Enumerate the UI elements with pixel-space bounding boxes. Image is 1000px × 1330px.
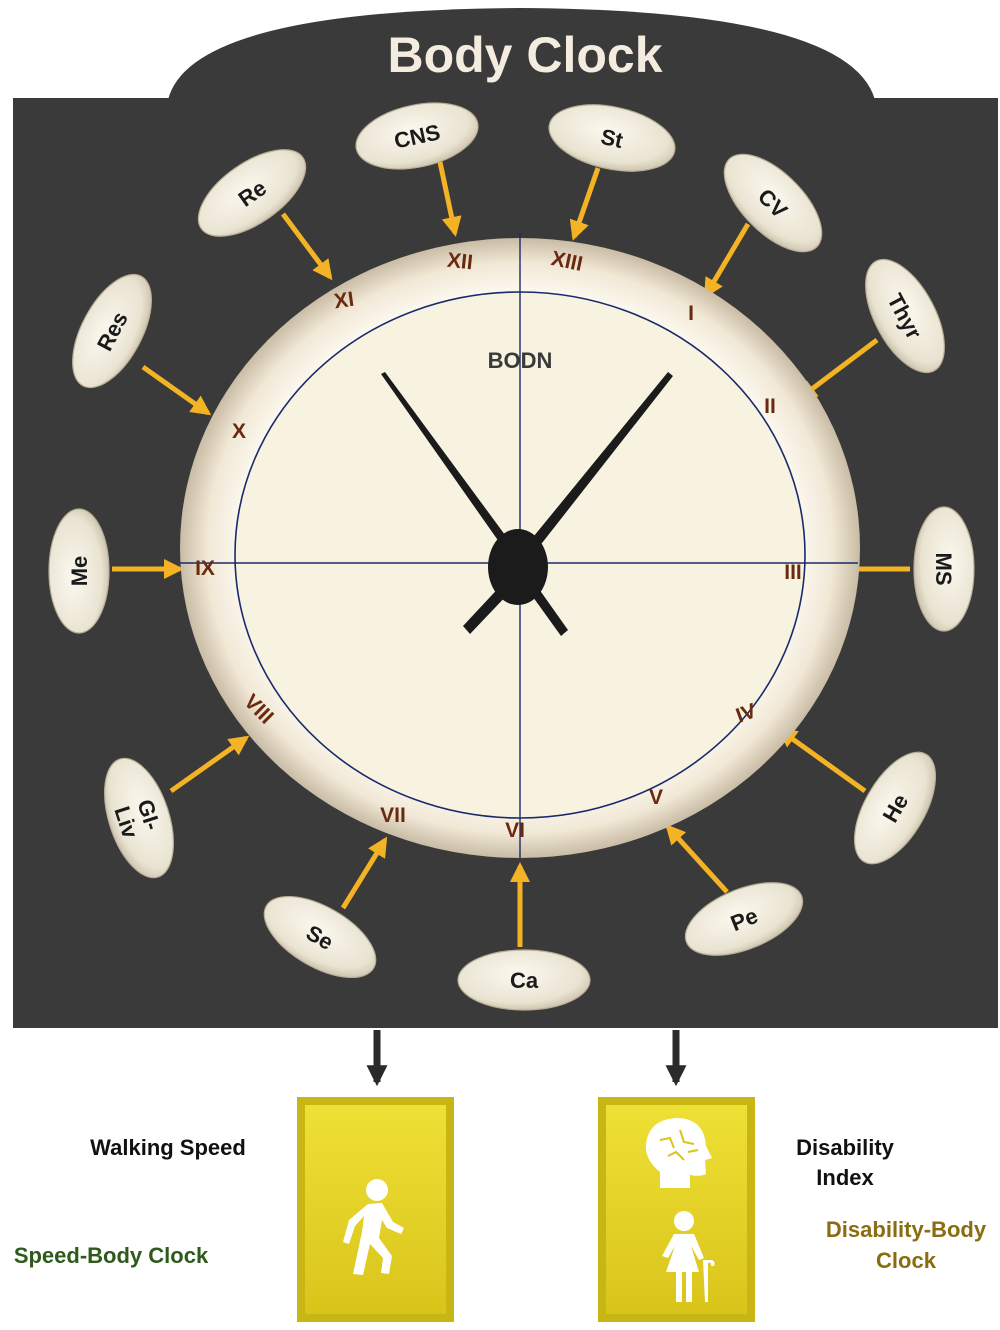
organ-ellipse: [355, 102, 479, 170]
disability-body-clock-label-line1: Disability-Body: [826, 1217, 987, 1242]
organ-label: MS: [931, 553, 956, 586]
organ-node: Se: [263, 895, 377, 979]
clock-numeral: V: [649, 786, 663, 809]
organ-ellipse: [197, 149, 307, 237]
walking-person-icon: [343, 1179, 404, 1275]
clock-numeral: XII: [446, 249, 474, 275]
clock-numeral: I: [688, 302, 694, 325]
clock-numeral: VII: [380, 804, 406, 827]
organ-arrow: [169, 735, 250, 794]
clock-numeral: X: [232, 420, 246, 443]
organ-label: Ca: [510, 968, 539, 993]
organ-arrow: [280, 212, 333, 281]
center-label: BODN: [488, 348, 553, 373]
title-dome: [168, 8, 875, 100]
organ-ellipse: [72, 273, 152, 389]
organ-arrow: [796, 338, 879, 401]
organ-ellipse: [723, 153, 823, 253]
clock-hub: [488, 529, 548, 605]
organ-node: MS: [913, 506, 975, 632]
clock-hand-right: [516, 372, 673, 566]
organ-node: Pe: [684, 882, 804, 956]
organ-node: Res: [72, 273, 152, 389]
organ-ellipse: [263, 895, 377, 979]
organ-ellipse: [853, 751, 937, 865]
walking-speed-label: Walking Speed: [90, 1135, 246, 1160]
organ-node: Re: [197, 149, 307, 237]
brain-head-icon: [645, 1118, 712, 1188]
organ-node: GI-Liv: [104, 757, 174, 879]
organ-arrow: [703, 222, 751, 299]
organ-node: Ca: [457, 949, 591, 1011]
organ-ellipse: [913, 506, 975, 632]
organ-node: He: [853, 751, 937, 865]
organ-arrow: [437, 161, 462, 237]
organ-node: Thyr: [865, 258, 945, 374]
clock-hand-left: [381, 372, 522, 566]
disability-index-label-line2: Index: [816, 1165, 874, 1190]
organ-arrow: [776, 727, 867, 794]
organ-node: Me: [48, 508, 110, 634]
disability-index-box: [598, 1097, 755, 1322]
speed-body-clock-label: Speed-Body Clock: [14, 1243, 209, 1268]
organ-ellipse: [548, 104, 676, 172]
organ-ellipse: [684, 882, 804, 956]
organ-arrow: [665, 824, 729, 894]
clock-numeral: IX: [195, 557, 215, 580]
organ-ellipse: [865, 258, 945, 374]
organ-arrow: [569, 167, 601, 241]
disability-index-label-line1: Disability: [796, 1135, 895, 1160]
diagram-title: Body Clock: [387, 27, 662, 83]
organ-node: CV: [723, 153, 823, 253]
clock-numeral: II: [764, 395, 776, 418]
organ-label: Me: [67, 556, 92, 587]
clock-numeral: XI: [333, 288, 356, 314]
organ-node: CNS: [355, 102, 479, 170]
clock-numeral: III: [784, 561, 802, 584]
disability-body-clock-label-line2: Clock: [876, 1248, 937, 1273]
organ-ellipse: [457, 949, 591, 1011]
organ-arrow: [141, 364, 212, 416]
clock-numeral: VI: [505, 819, 525, 842]
organ-ellipse: [48, 508, 110, 634]
organ-arrow: [340, 836, 388, 910]
organ-node: St: [548, 104, 676, 172]
organ-arrows: [112, 161, 910, 947]
walking-speed-box: [297, 1097, 454, 1322]
elderly-person-with-cane-icon: [662, 1211, 715, 1302]
